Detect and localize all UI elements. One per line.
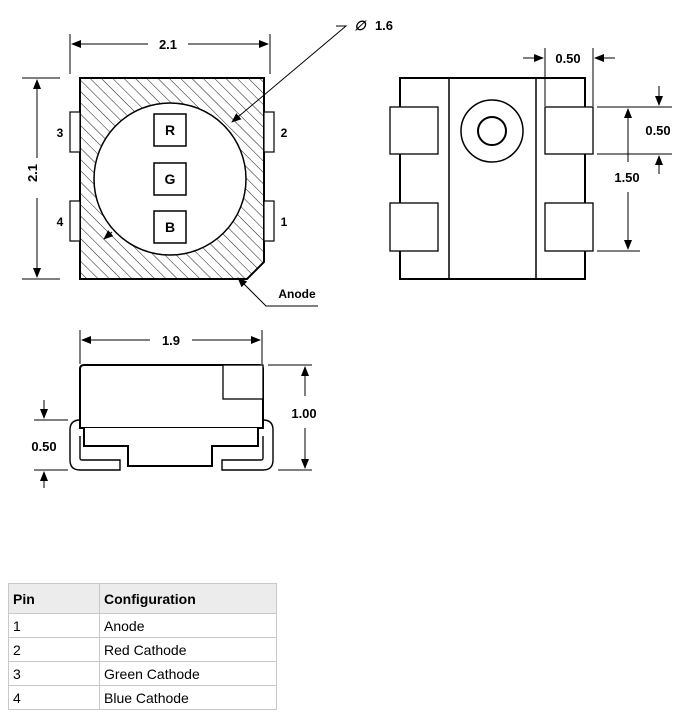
pad-pitch-dim: 1.50 bbox=[614, 170, 639, 185]
chip-red-label: R bbox=[165, 122, 175, 138]
top-width-dim: 2.1 bbox=[159, 37, 177, 52]
diameter-symbol: ∅ bbox=[354, 18, 367, 33]
header-configuration: Configuration bbox=[99, 583, 277, 614]
side-lens-step bbox=[222, 364, 264, 400]
chip-red bbox=[153, 113, 187, 147]
cell-config: Blue Cathode bbox=[99, 685, 277, 710]
side-height-dim: 1.00 bbox=[291, 406, 316, 421]
cell-config: Green Cathode bbox=[99, 661, 277, 686]
lead-height-dim: 0.50 bbox=[31, 439, 56, 454]
table-row: 2 Red Cathode bbox=[8, 637, 277, 662]
cell-config: Anode bbox=[99, 613, 277, 638]
header-pin: Pin bbox=[8, 583, 100, 614]
pin-label-3: 3 bbox=[57, 126, 64, 140]
pin-pad-3 bbox=[69, 111, 81, 153]
top-height-dim: 2.1 bbox=[25, 164, 40, 182]
bottom-pad-1 bbox=[544, 202, 594, 252]
chip-green bbox=[153, 162, 187, 196]
anode-leader bbox=[237, 277, 318, 307]
pin-pad-1 bbox=[263, 200, 275, 242]
table-row: 1 Anode bbox=[8, 613, 277, 638]
chip-blue-label: B bbox=[165, 219, 175, 235]
side-view: 1.9 1.00 0.50 bbox=[31, 330, 317, 488]
chip-blue bbox=[153, 210, 187, 244]
pin-label-1: 1 bbox=[281, 215, 288, 229]
pin-label-4: 4 bbox=[57, 215, 64, 229]
anode-label: Anode bbox=[278, 287, 316, 301]
bottom-pad-2 bbox=[544, 106, 594, 155]
top-view: 2.1 2.1 3 4 2 1 R G B ∅ 1.6 Anode bbox=[22, 18, 393, 307]
side-length-dim: 1.9 bbox=[162, 333, 180, 348]
pin-configuration-table: Pin Configuration 1 Anode 2 Red Cathode … bbox=[8, 583, 277, 710]
pin-pad-2 bbox=[263, 111, 275, 153]
cell-pin: 1 bbox=[8, 613, 100, 638]
polarity-mark-inner bbox=[477, 116, 507, 146]
chip-green-label: G bbox=[165, 171, 176, 187]
cell-config: Red Cathode bbox=[99, 637, 277, 662]
cell-pin: 3 bbox=[8, 661, 100, 686]
cell-pin: 2 bbox=[8, 637, 100, 662]
pin-pad-4 bbox=[69, 200, 81, 242]
bottom-pad-3 bbox=[389, 106, 439, 155]
cell-pin: 4 bbox=[8, 685, 100, 710]
table-row: 3 Green Cathode bbox=[8, 661, 277, 686]
side-lead-right bbox=[221, 419, 274, 471]
side-base bbox=[83, 428, 259, 467]
package-drawing: 2.1 2.1 3 4 2 1 R G B ∅ 1.6 Anode bbox=[22, 18, 672, 488]
table-row: 4 Blue Cathode bbox=[8, 685, 277, 710]
pin-label-2: 2 bbox=[281, 126, 288, 140]
pad-width-dim: 0.50 bbox=[555, 51, 580, 66]
diameter-dim: 1.6 bbox=[375, 18, 393, 33]
bottom-view: 0.50 0.50 1.50 bbox=[389, 48, 672, 280]
side-lead-left bbox=[69, 419, 121, 471]
table-header-row: Pin Configuration bbox=[8, 583, 277, 614]
diameter-leader bbox=[231, 25, 348, 123]
pad-height-dim: 0.50 bbox=[645, 123, 670, 138]
bottom-pad-4 bbox=[389, 202, 439, 252]
